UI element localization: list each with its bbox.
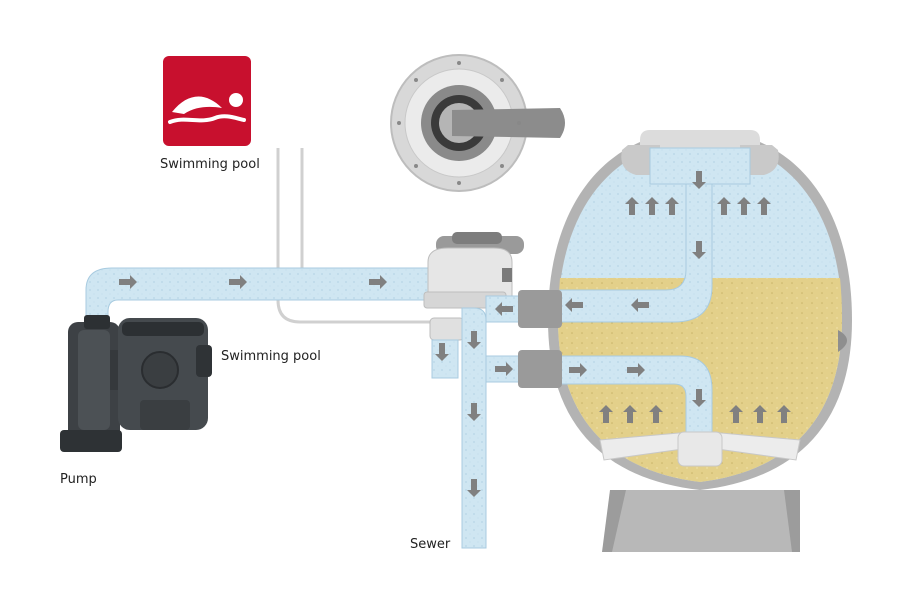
swimmer-icon — [163, 56, 251, 146]
valve-top-view — [390, 54, 565, 192]
sand-filter-tank — [518, 130, 852, 552]
pump-label: Pump — [60, 472, 97, 487]
sewer-label: Sewer — [410, 537, 451, 552]
valve-outlet-pipes — [431, 295, 529, 549]
swimming-pool-top-label: Swimming pool — [160, 157, 260, 172]
pump — [60, 315, 212, 452]
swimming-pool-side-label: Swimming pool — [221, 349, 321, 364]
